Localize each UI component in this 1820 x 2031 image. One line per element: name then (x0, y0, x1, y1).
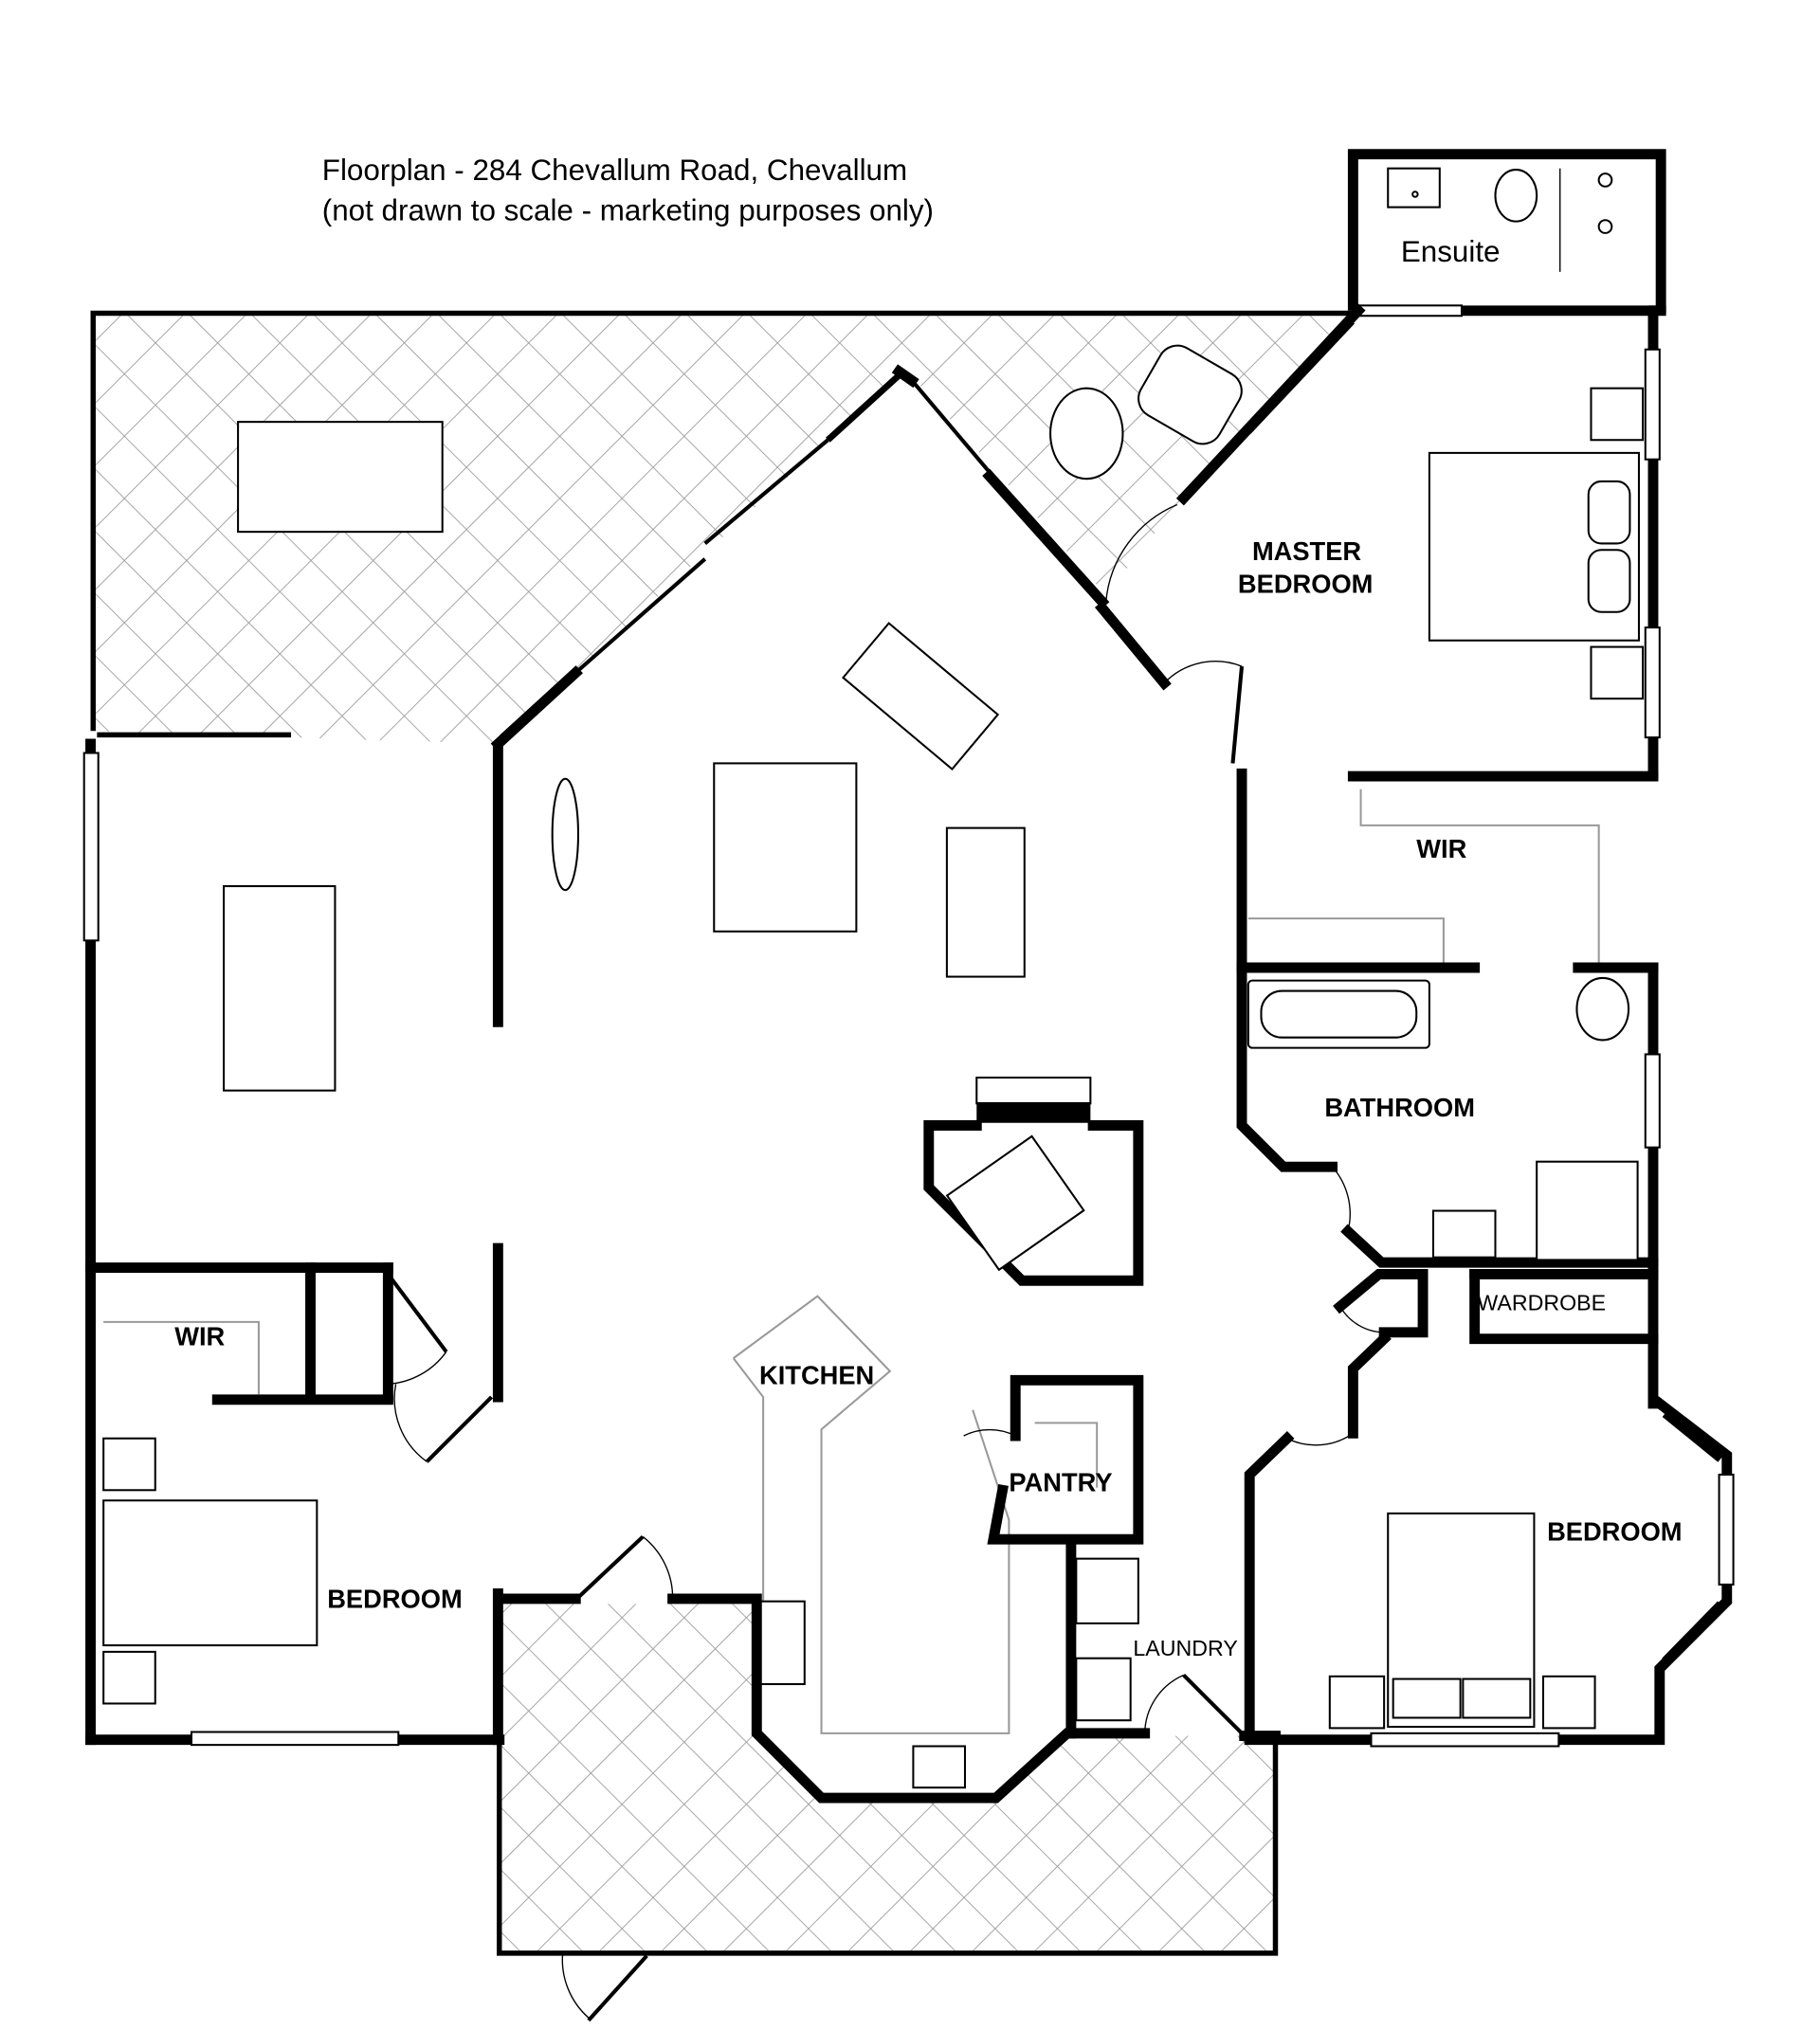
title-line-2: (not drawn to scale - marketing purposes… (322, 193, 934, 227)
label-kitchen: KITCHEN (759, 1360, 874, 1389)
title-line-1: Floorplan - 284 Chevallum Road, Chevallu… (322, 154, 907, 187)
label-master-bedroom-2: BEDROOM (1238, 569, 1373, 598)
label-master-bedroom-1: MASTER (1252, 536, 1361, 566)
south-patio (501, 1604, 1275, 1951)
label-wir-west: WIR (174, 1321, 225, 1351)
label-laundry: LAUNDRY (1133, 1636, 1237, 1660)
label-bedroom-west: BEDROOM (327, 1584, 462, 1613)
label-wir-master: WIR (1416, 834, 1466, 863)
label-ensuite: Ensuite (1401, 235, 1501, 268)
ensuite: Ensuite (1347, 149, 1666, 317)
label-bedroom-east: BEDROOM (1547, 1517, 1682, 1547)
label-bathroom: BATHROOM (1324, 1093, 1475, 1122)
label-pantry: PANTRY (1009, 1468, 1112, 1497)
label-wardrobe: WARDROBE (1477, 1291, 1606, 1315)
